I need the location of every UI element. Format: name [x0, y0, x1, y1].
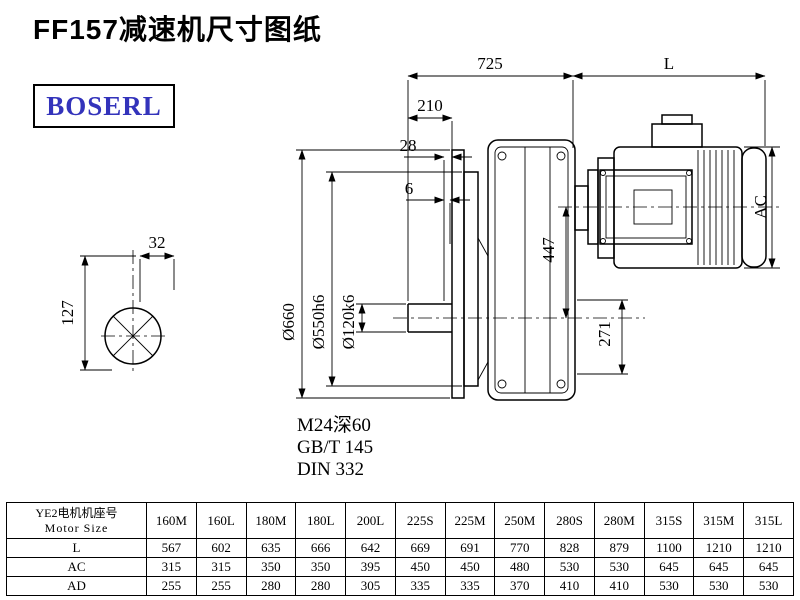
cell-AC: 350 [295, 557, 347, 577]
cell-L: 879 [593, 538, 645, 558]
motor-size-header: YE2电机机座号 Motor Size [6, 502, 147, 539]
size-col-header: 180M [245, 502, 297, 539]
cell-AC: 395 [345, 557, 396, 577]
table-row-AD: AD 255 255 280 280 305 335 335 370 410 4… [6, 576, 794, 596]
cell-L: 635 [245, 538, 297, 558]
cell-AD: 335 [444, 576, 496, 596]
note-thread: M24深60 [297, 414, 371, 436]
cell-AC: 450 [394, 557, 446, 577]
cell-L: 669 [394, 538, 446, 558]
dimension-annotations: 725 L 210 28 6 Ø660 Ø550h6 [279, 54, 780, 399]
table-row-L: L 567 602 635 666 642 669 691 770 828 87… [6, 538, 794, 558]
cell-AD: 280 [245, 576, 297, 596]
size-col-header: 180L [295, 502, 347, 539]
note-gbt: GB/T 145 [297, 437, 373, 458]
cell-AC: 450 [444, 557, 496, 577]
motor-size-header-cn: YE2电机机座号 [35, 505, 118, 520]
size-col-header: 250M [494, 502, 546, 539]
cell-AD: 530 [693, 576, 745, 596]
cell-AD: 410 [544, 576, 595, 596]
cell-L: 1100 [643, 538, 695, 558]
dim-28-label: 28 [400, 136, 417, 155]
dim-L-label: L [664, 54, 674, 73]
size-col-header: 200L [345, 502, 396, 539]
cell-L: 602 [195, 538, 247, 558]
cell-L: 1210 [693, 538, 745, 558]
shaft-end-view: 32 127 [58, 233, 175, 374]
cell-L: 666 [295, 538, 347, 558]
motor-size-header-en: Motor Size [44, 520, 109, 535]
size-col-header: 225S [394, 502, 446, 539]
cell-AD: 255 [195, 576, 247, 596]
cell-AC: 530 [544, 557, 595, 577]
fan-cowl [741, 147, 767, 268]
dim-6-label: 6 [405, 179, 414, 198]
cell-L: 770 [494, 538, 546, 558]
cell-AD: 530 [643, 576, 695, 596]
cell-AD: 370 [494, 576, 546, 596]
cell-AC: 350 [245, 557, 297, 577]
motor-dimension-table: YE2电机机座号 Motor Size 160M 160L 180M 180L … [6, 502, 794, 596]
gearbox-view [393, 139, 645, 401]
size-col-header: 160L [195, 502, 247, 539]
dim-d550-label: Ø550h6 [309, 295, 328, 350]
row-label-AC: AC [6, 557, 147, 577]
table-header-row: YE2电机机座号 Motor Size 160M 160L 180M 180L … [6, 502, 794, 539]
row-label-L: L [6, 538, 147, 558]
size-col-header: 315S [643, 502, 695, 539]
motor-view [558, 114, 782, 269]
dim-210-label: 210 [417, 96, 443, 115]
cell-AC: 315 [195, 557, 247, 577]
dim-127-label: 127 [58, 300, 77, 326]
row-label-AD: AD [6, 576, 147, 596]
dim-32-label: 32 [149, 233, 166, 252]
cell-AD: 530 [743, 576, 794, 596]
cell-AC: 315 [146, 557, 197, 577]
technical-drawing: 32 127 [58, 54, 782, 480]
cell-L: 567 [146, 538, 197, 558]
cell-AC: 645 [743, 557, 794, 577]
size-col-header: 315M [693, 502, 745, 539]
brand-logo-text: BOSERL [46, 90, 162, 121]
cell-AC: 530 [593, 557, 645, 577]
cell-AD: 335 [394, 576, 446, 596]
dim-447-label: 447 [539, 237, 558, 263]
size-col-header: 225M [444, 502, 496, 539]
table-row-AC: AC 315 315 350 350 395 450 450 480 530 5… [6, 557, 794, 577]
thread-notes: M24深60 GB/T 145 DIN 332 [297, 414, 373, 480]
size-col-header: 280M [593, 502, 645, 539]
cell-AC: 645 [693, 557, 745, 577]
cell-L: 642 [345, 538, 396, 558]
cell-AD: 280 [295, 576, 347, 596]
cell-L: 691 [444, 538, 496, 558]
cell-AC: 480 [494, 557, 546, 577]
cell-AD: 410 [593, 576, 645, 596]
terminal-box [651, 123, 703, 148]
cell-L: 1210 [743, 538, 794, 558]
dim-d660-label: Ø660 [279, 303, 298, 341]
size-col-header: 280S [544, 502, 595, 539]
note-din: DIN 332 [297, 459, 364, 480]
size-col-header: 160M [146, 502, 197, 539]
dim-d120-label: Ø120k6 [339, 295, 358, 350]
page-title: FF157减速机尺寸图纸 [33, 14, 322, 45]
cell-L: 828 [544, 538, 595, 558]
dim-725-label: 725 [477, 54, 503, 73]
dim-AC-label: AC [751, 195, 770, 219]
brand-logo-box: BOSERL [33, 84, 175, 128]
cell-AC: 645 [643, 557, 695, 577]
cell-AD: 305 [345, 576, 396, 596]
dim-271-label: 271 [595, 321, 614, 347]
size-col-header: 315L [743, 502, 794, 539]
cell-AD: 255 [146, 576, 197, 596]
